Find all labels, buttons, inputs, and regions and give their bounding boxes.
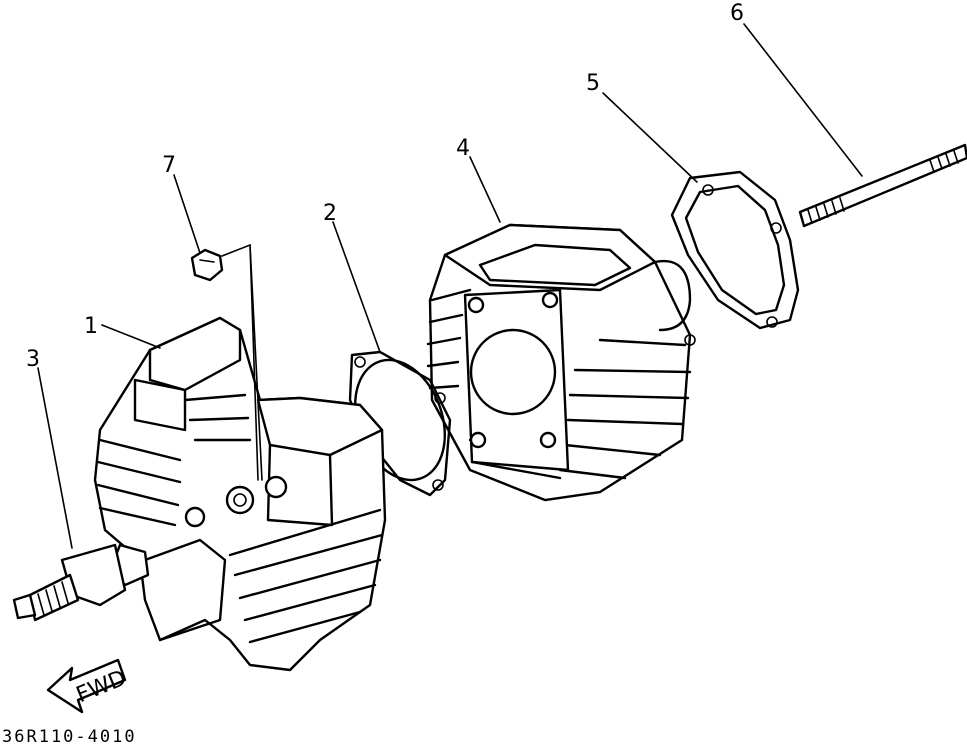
head-nut bbox=[190, 248, 224, 282]
leader-3 bbox=[37, 367, 73, 549]
cylinder-block bbox=[426, 223, 692, 502]
callout-1: 1 bbox=[84, 314, 98, 339]
callout-2: 2 bbox=[323, 201, 337, 226]
callout-3: 3 bbox=[26, 347, 40, 372]
leader-1 bbox=[101, 324, 161, 349]
callout-7: 7 bbox=[162, 153, 176, 178]
leader-2 bbox=[332, 221, 381, 353]
leader-7c bbox=[249, 244, 263, 481]
callout-4: 4 bbox=[456, 136, 470, 161]
drawing-code: 36R110-4010 bbox=[2, 727, 137, 746]
callout-numbers: 1 2 3 4 5 6 7 bbox=[26, 1, 744, 372]
stud-bolt bbox=[798, 143, 967, 228]
leader-lines bbox=[37, 23, 863, 549]
leader-6 bbox=[743, 23, 863, 177]
leader-7 bbox=[173, 174, 201, 254]
callout-6: 6 bbox=[730, 1, 744, 26]
cylinder-head bbox=[93, 316, 387, 672]
cylinder-base-gasket bbox=[670, 170, 800, 346]
spark-plug bbox=[12, 543, 150, 622]
leader-5 bbox=[602, 92, 698, 183]
callout-5: 5 bbox=[586, 71, 600, 96]
forward-direction-arrow: FWD bbox=[46, 658, 130, 714]
leader-4 bbox=[469, 156, 501, 223]
